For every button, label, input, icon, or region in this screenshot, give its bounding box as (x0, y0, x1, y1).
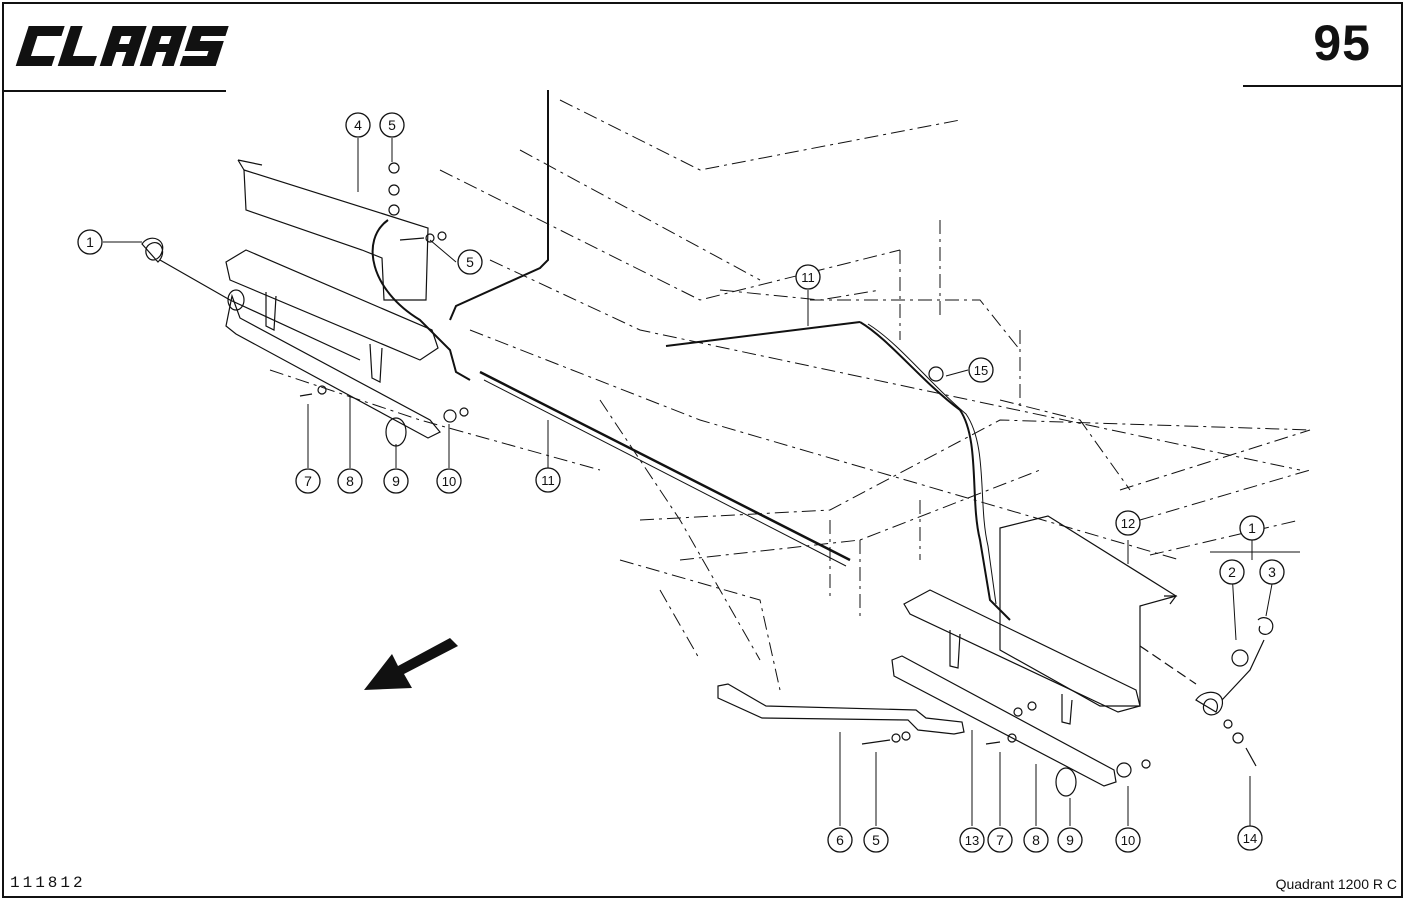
callout-circle (959, 827, 985, 853)
callout-label: 4 (354, 117, 362, 133)
callout-label: 8 (1032, 832, 1040, 848)
leader-lines (103, 138, 1300, 826)
callout-10: 10 (1115, 827, 1141, 853)
callout-circle (1219, 559, 1245, 585)
callout-9: 9 (1057, 827, 1083, 853)
callout-5: 5 (863, 827, 889, 853)
page-number: 95 (1313, 15, 1371, 71)
callout-label: 7 (996, 832, 1004, 848)
link-part-6 (717, 683, 965, 735)
callout-11: 11 (795, 264, 821, 290)
angle-bracket-right (903, 589, 1141, 713)
callout-label: 10 (1121, 833, 1135, 848)
model-label: Quadrant 1200 R C (1275, 876, 1397, 892)
callout-circle (1237, 825, 1263, 851)
callout-circle (1057, 827, 1083, 853)
callout-14: 14 (1237, 825, 1263, 851)
callout-circle (968, 357, 994, 383)
plate-part-12 (999, 515, 1178, 707)
callout-12: 12 (1115, 510, 1141, 536)
callout-label: 1 (86, 234, 94, 250)
callout-circle (457, 249, 483, 275)
callout-label: 1 (1248, 520, 1256, 536)
callout-10: 10 (436, 468, 462, 494)
callout-1: 1 (77, 229, 103, 255)
callout-5: 5 (457, 249, 483, 275)
callout-circle (1023, 827, 1049, 853)
callout-label: 8 (346, 473, 354, 489)
callout-1: 1 (1239, 515, 1265, 541)
callout-circle (77, 229, 103, 255)
callout-circle (795, 264, 821, 290)
flat-bar-left (225, 293, 441, 439)
chassis-outline (269, 99, 1311, 691)
callout-label: 7 (304, 473, 312, 489)
callout-label: 5 (872, 832, 880, 848)
callout-circle (436, 468, 462, 494)
drawing-number: 111812 (10, 874, 86, 892)
callout-circle (337, 468, 363, 494)
direction-arrow-icon (364, 638, 458, 690)
callout-label: 15 (974, 363, 988, 378)
spring-right (1195, 691, 1223, 716)
header-rule-left (2, 90, 226, 92)
flat-bar-right (891, 655, 1117, 787)
callout-11: 11 (535, 467, 561, 493)
angle-bracket-left (225, 249, 439, 361)
callout-9: 9 (383, 468, 409, 494)
cable-left (371, 219, 471, 381)
callout-circle (1259, 559, 1285, 585)
callout-7: 7 (295, 468, 321, 494)
spring-left (141, 237, 164, 263)
callout-label: 10 (442, 474, 456, 489)
cable-right (859, 321, 1011, 621)
callout-circle (383, 468, 409, 494)
callout-13: 13 (959, 827, 985, 853)
callout-circle (379, 112, 405, 138)
callout-8: 8 (1023, 827, 1049, 853)
callout-label: 9 (1066, 832, 1074, 848)
callout-label: 9 (392, 473, 400, 489)
header-rule-right (1243, 85, 1403, 87)
callout-label: 2 (1228, 564, 1236, 580)
callout-4: 4 (345, 112, 371, 138)
callout-label: 13 (965, 833, 979, 848)
claas-logo (15, 26, 229, 66)
rod-part-11-right (665, 321, 861, 347)
callout-label: 5 (388, 117, 396, 133)
callout-3: 3 (1259, 559, 1285, 585)
callout-circle (535, 467, 561, 493)
callout-15: 15 (968, 357, 994, 383)
callout-2: 2 (1219, 559, 1245, 585)
callout-circle (1115, 827, 1141, 853)
callout-5: 5 (379, 112, 405, 138)
callout-label: 14 (1243, 831, 1257, 846)
callout-circle (1115, 510, 1141, 536)
callout-label: 11 (541, 473, 555, 488)
callout-label: 3 (1268, 564, 1276, 580)
callout-label: 11 (801, 270, 815, 285)
callout-circle (345, 112, 371, 138)
callout-label: 12 (1121, 516, 1135, 531)
rod-part-11-left (479, 370, 851, 562)
callout-circle (827, 827, 853, 853)
plate-part-4 (243, 169, 429, 301)
callout-circle (863, 827, 889, 853)
callout-circle (295, 468, 321, 494)
callout-circle (1239, 515, 1265, 541)
callout-circle (987, 827, 1013, 853)
callout-label: 6 (836, 832, 844, 848)
callout-8: 8 (337, 468, 363, 494)
callout-label: 5 (466, 254, 474, 270)
callout-6: 6 (827, 827, 853, 853)
callout-7: 7 (987, 827, 1013, 853)
